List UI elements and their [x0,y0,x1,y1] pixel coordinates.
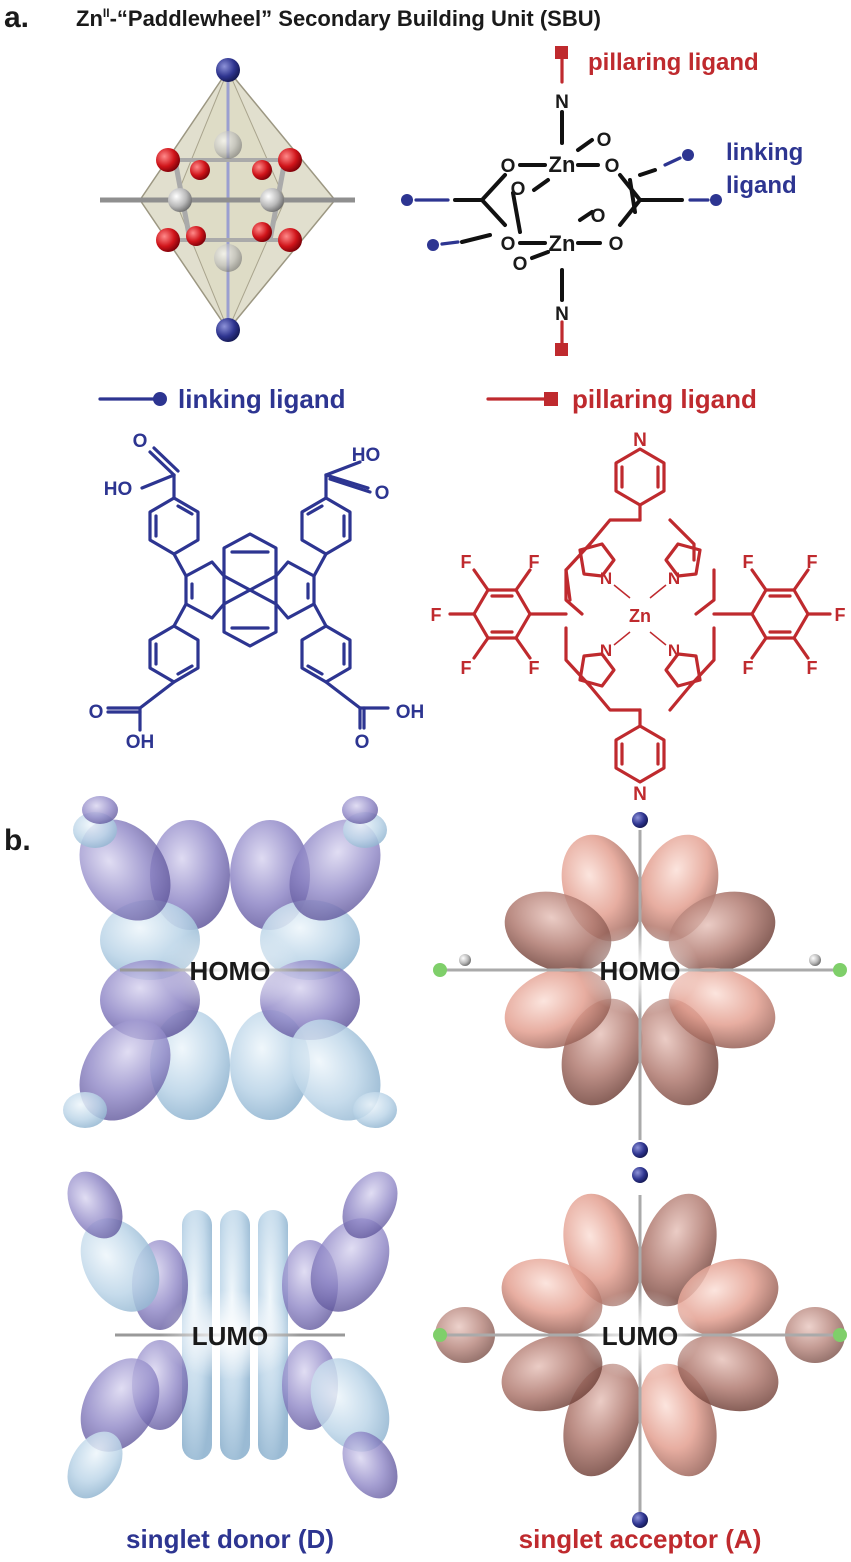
donor-homo-label: HOMO [190,956,271,986]
donor-lumo-orbital [67,1171,398,1499]
svg-text:F: F [807,658,818,678]
linking-ligand-structure: HO O HO O O OH OH O [89,431,425,753]
svg-text:HO: HO [352,445,381,466]
sbu-2d-schematic: N N Zn Zn O O O O O O O O [401,46,722,356]
svg-text:F: F [807,552,818,572]
svg-text:linking ligand: linking ligand [178,384,346,414]
nitrogen-atom-top [216,58,240,82]
donor-lumo-label: LUMO [192,1321,269,1351]
svg-text:F: F [529,552,540,572]
svg-text:F: F [529,658,540,678]
svg-text:O: O [89,702,104,723]
acceptor-homo-orbital [433,812,847,1158]
svg-text:OH: OH [126,732,155,753]
panel-a-letter: a. [4,1,29,34]
svg-text:F: F [743,658,754,678]
svg-text:N: N [633,430,647,451]
sbu-linking-ligand-label-1: linking [726,139,803,166]
acceptor-caption: singlet acceptor (A) [519,1524,762,1554]
svg-text:Zn: Zn [549,152,576,177]
svg-text:F: F [743,552,754,572]
legend-linking: linking ligand [98,384,346,414]
svg-text:N: N [555,304,569,325]
svg-text:F: F [461,658,472,678]
svg-text:O: O [609,234,624,255]
svg-text:Zn: Zn [629,606,651,626]
svg-text:HO: HO [104,479,133,500]
sbu-3d-model [100,58,355,342]
sbu-linking-ligand-label-2: ligand [726,172,797,199]
sbu-pillaring-ligand-label: pillaring ligand [588,49,759,76]
donor-homo-orbital [63,796,397,1128]
pillaring-ligand-structure: N N N N N N Zn F F F F F F F F F F [431,430,846,805]
svg-text:N: N [555,92,569,113]
acceptor-lumo-label: LUMO [602,1321,679,1351]
svg-text:O: O [591,206,606,227]
acceptor-homo-label: HOMO [600,956,681,986]
svg-text:O: O [133,431,148,452]
nitrogen-atom-bottom [216,318,240,342]
svg-text:N: N [633,784,647,805]
svg-text:F: F [431,605,442,625]
svg-text:O: O [511,179,526,200]
svg-text:O: O [597,130,612,151]
svg-text:N: N [668,641,680,660]
svg-text:O: O [355,732,370,753]
svg-text:O: O [605,156,620,177]
svg-text:pillaring ligand: pillaring ligand [572,384,757,414]
svg-text:N: N [600,569,612,588]
svg-text:F: F [835,605,846,625]
svg-text:N: N [668,569,680,588]
panel-b-letter: b. [4,824,31,857]
legend-pillaring: pillaring ligand [486,384,757,414]
svg-text:O: O [501,234,516,255]
svg-text:OH: OH [396,702,425,723]
donor-caption: singlet donor (D) [126,1524,334,1554]
svg-text:O: O [375,483,390,504]
panel-a-title: ZnII-“Paddlewheel” Secondary Building Un… [76,6,601,31]
svg-text:O: O [513,254,528,275]
svg-text:Zn: Zn [549,231,576,256]
svg-text:O: O [501,156,516,177]
svg-text:N: N [600,641,612,660]
acceptor-lumo-orbital [433,1167,847,1528]
svg-text:F: F [461,552,472,572]
